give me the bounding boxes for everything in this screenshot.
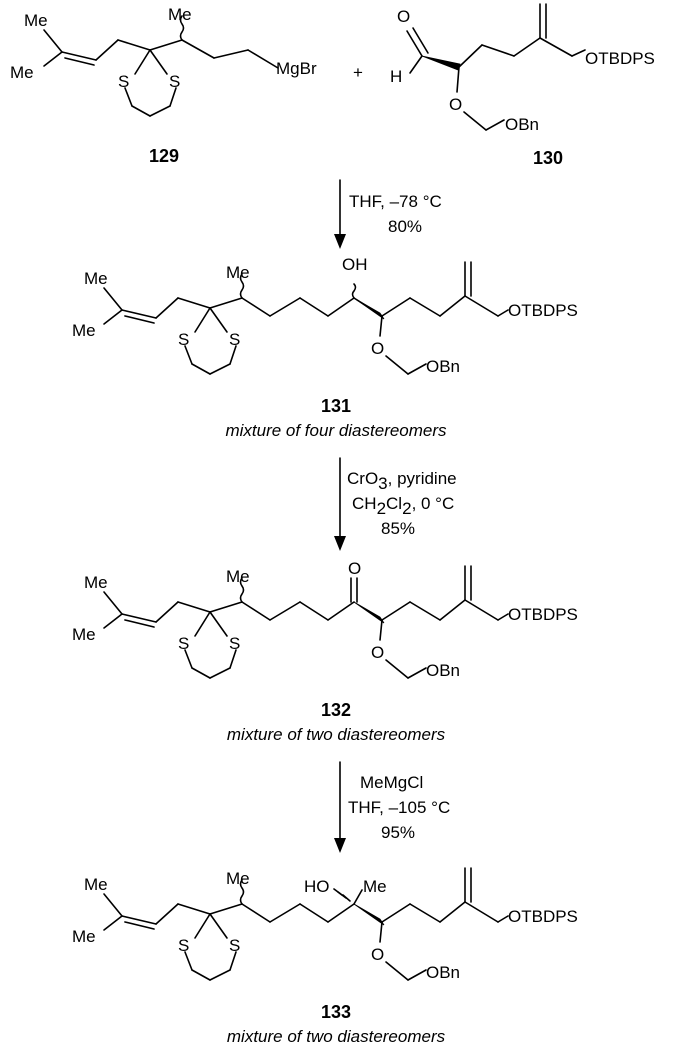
compound-number-129: 129 — [149, 146, 179, 166]
compound-130-structure: O H O OBn OTBDPS — [390, 3, 655, 134]
benzyloxy-label: OBn — [426, 963, 460, 982]
ketone-oxygen-label: O — [348, 559, 361, 578]
sulfur-label: S — [169, 72, 180, 91]
compound-131-structure — [103, 261, 509, 375]
methyl-label: Me — [72, 625, 96, 644]
tbdps-ether-label: OTBDPS — [508, 907, 578, 926]
oxygen-label: O — [371, 945, 384, 964]
reaction-arrow-2 — [334, 457, 346, 551]
compound-number-133: 133 — [321, 1002, 351, 1022]
reaction-arrow-1 — [334, 179, 346, 249]
reaction-arrow-3 — [334, 761, 346, 853]
sulfur-label: S — [178, 634, 189, 653]
methyl-label: Me — [226, 869, 250, 888]
compound-132-structure — [103, 565, 509, 679]
methyl-label: Me — [363, 877, 387, 896]
sulfur-label: S — [178, 936, 189, 955]
sulfur-label: S — [229, 936, 240, 955]
hydroxyl-label: OH — [342, 255, 368, 274]
compound-133-note: mixture of two diastereomers — [227, 1027, 446, 1046]
plus-sign: + — [353, 63, 363, 82]
hydroxyl-label: HO — [304, 877, 330, 896]
benzyloxy-label: OBn — [505, 115, 539, 134]
sulfur-label: S — [178, 330, 189, 349]
methyl-label: Me — [84, 875, 108, 894]
methyl-label: Me — [168, 5, 192, 24]
benzyloxy-label: OBn — [426, 357, 460, 376]
methyl-label: Me — [226, 263, 250, 282]
step-2-solvent: CH2Cl2, 0 °C — [352, 494, 454, 518]
sulfur-label: S — [118, 72, 129, 91]
oxygen-label: O — [371, 643, 384, 662]
compound-132-note: mixture of two diastereomers — [227, 725, 446, 744]
tbdps-ether-label: OTBDPS — [508, 605, 578, 624]
step-2-yield: 85% — [381, 519, 415, 538]
tbdps-ether-label: OTBDPS — [585, 49, 655, 68]
methyl-label: Me — [72, 321, 96, 340]
compound-number-131: 131 — [321, 396, 351, 416]
methyl-label: Me — [24, 11, 48, 30]
tbdps-ether-label: OTBDPS — [508, 301, 578, 320]
compound-number-130: 130 — [533, 148, 563, 168]
methyl-label: Me — [84, 269, 108, 288]
compound-131-note: mixture of four diastereomers — [225, 421, 447, 440]
compound-129-structure: Me Me Me S S MgBr — [10, 5, 317, 117]
step-3-reagent: MeMgCl — [360, 773, 423, 792]
step-3-conditions: THF, –105 °C — [348, 798, 450, 817]
magnesium-bromide-label: MgBr — [276, 59, 317, 78]
benzyloxy-label: OBn — [426, 661, 460, 680]
sulfur-label: S — [229, 330, 240, 349]
oxygen-label: O — [397, 7, 410, 26]
step-2-reagent: CrO3, pyridine — [347, 469, 457, 493]
compound-133-structure — [103, 867, 509, 981]
methyl-label: Me — [226, 567, 250, 586]
methyl-label: Me — [10, 63, 34, 82]
oxygen-label: O — [371, 339, 384, 358]
sulfur-label: S — [229, 634, 240, 653]
hydrogen-label: H — [390, 67, 402, 86]
step-1-conditions: THF, –78 °C — [349, 192, 442, 211]
compound-number-132: 132 — [321, 700, 351, 720]
step-3-yield: 95% — [381, 823, 415, 842]
methyl-label: Me — [84, 573, 108, 592]
methyl-label: Me — [72, 927, 96, 946]
step-1-yield: 80% — [388, 217, 422, 236]
oxygen-label: O — [449, 95, 462, 114]
